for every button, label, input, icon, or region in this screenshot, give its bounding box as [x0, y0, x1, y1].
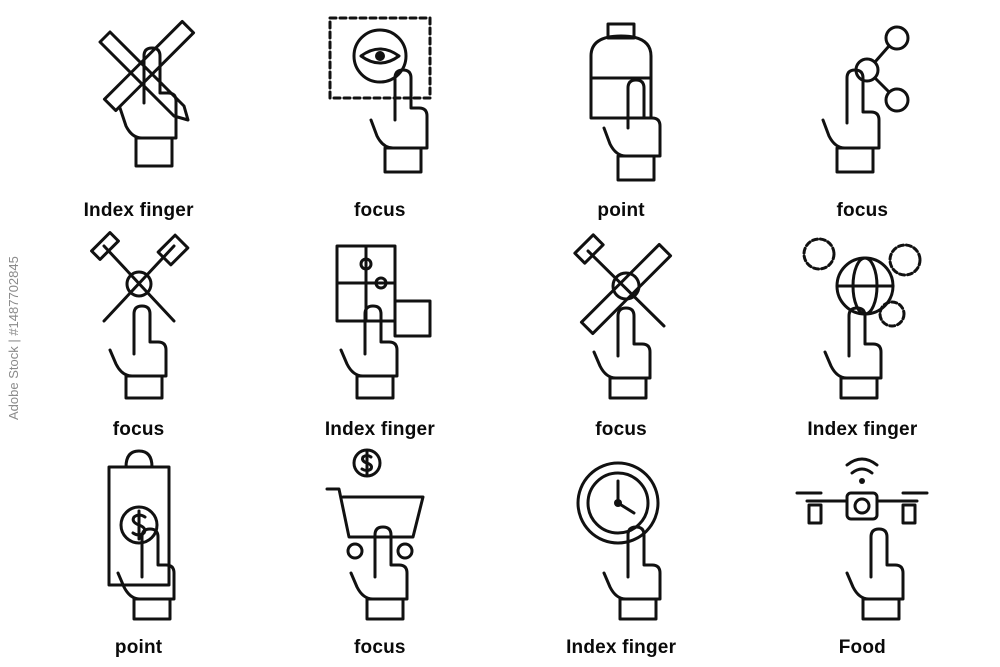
icon-card[interactable]: point	[501, 8, 742, 226]
icon-card[interactable]: focus	[742, 8, 983, 226]
icon-label: focus	[112, 418, 165, 440]
icon-card[interactable]: focus	[18, 226, 259, 444]
icon-grid: Index finger focus point	[18, 8, 983, 663]
tools-hand-icon	[89, 231, 189, 400]
icon-label: focus	[595, 418, 647, 440]
icon-card[interactable]: point	[18, 445, 259, 663]
icon-label: Index finger	[324, 418, 435, 440]
drone-wifi-hand-icon	[795, 457, 929, 621]
icon-card[interactable]: focus	[259, 8, 500, 226]
icon-label: Food	[838, 636, 886, 658]
icon-card[interactable]: Index finger	[18, 8, 259, 226]
icon-card[interactable]: Index finger	[501, 445, 742, 663]
icon-card[interactable]: focus	[501, 226, 742, 444]
icon-label: Index finger	[807, 418, 918, 440]
hammer-ruler-gear-hand-icon	[573, 233, 673, 400]
clock-hand-icon	[576, 461, 662, 621]
icon-label: focus	[354, 200, 406, 222]
shopping-bag-dollar-hand-icon	[107, 449, 176, 621]
eye-frame-hand-icon	[328, 16, 432, 174]
icon-card[interactable]: Index finger	[742, 226, 983, 444]
pencil-ruler-hand-icon	[98, 19, 195, 168]
shopping-cart-coin-hand-icon	[325, 448, 425, 621]
globe-gears-hand-icon	[802, 237, 922, 400]
icon-card[interactable]: focus	[259, 445, 500, 663]
icon-card[interactable]: Food	[742, 445, 983, 663]
icon-label: Index finger	[566, 636, 677, 658]
icon-label: focus	[836, 200, 889, 222]
backpack-hand-icon	[589, 22, 662, 182]
icon-label: focus	[354, 636, 406, 658]
share-nodes-hand-icon	[821, 25, 910, 174]
icon-card[interactable]: Index finger	[259, 226, 500, 444]
icon-label: point	[597, 200, 645, 222]
icon-label: Index finger	[83, 200, 194, 222]
icon-label: point	[114, 636, 163, 658]
puzzle-head-hand-icon	[335, 244, 432, 400]
